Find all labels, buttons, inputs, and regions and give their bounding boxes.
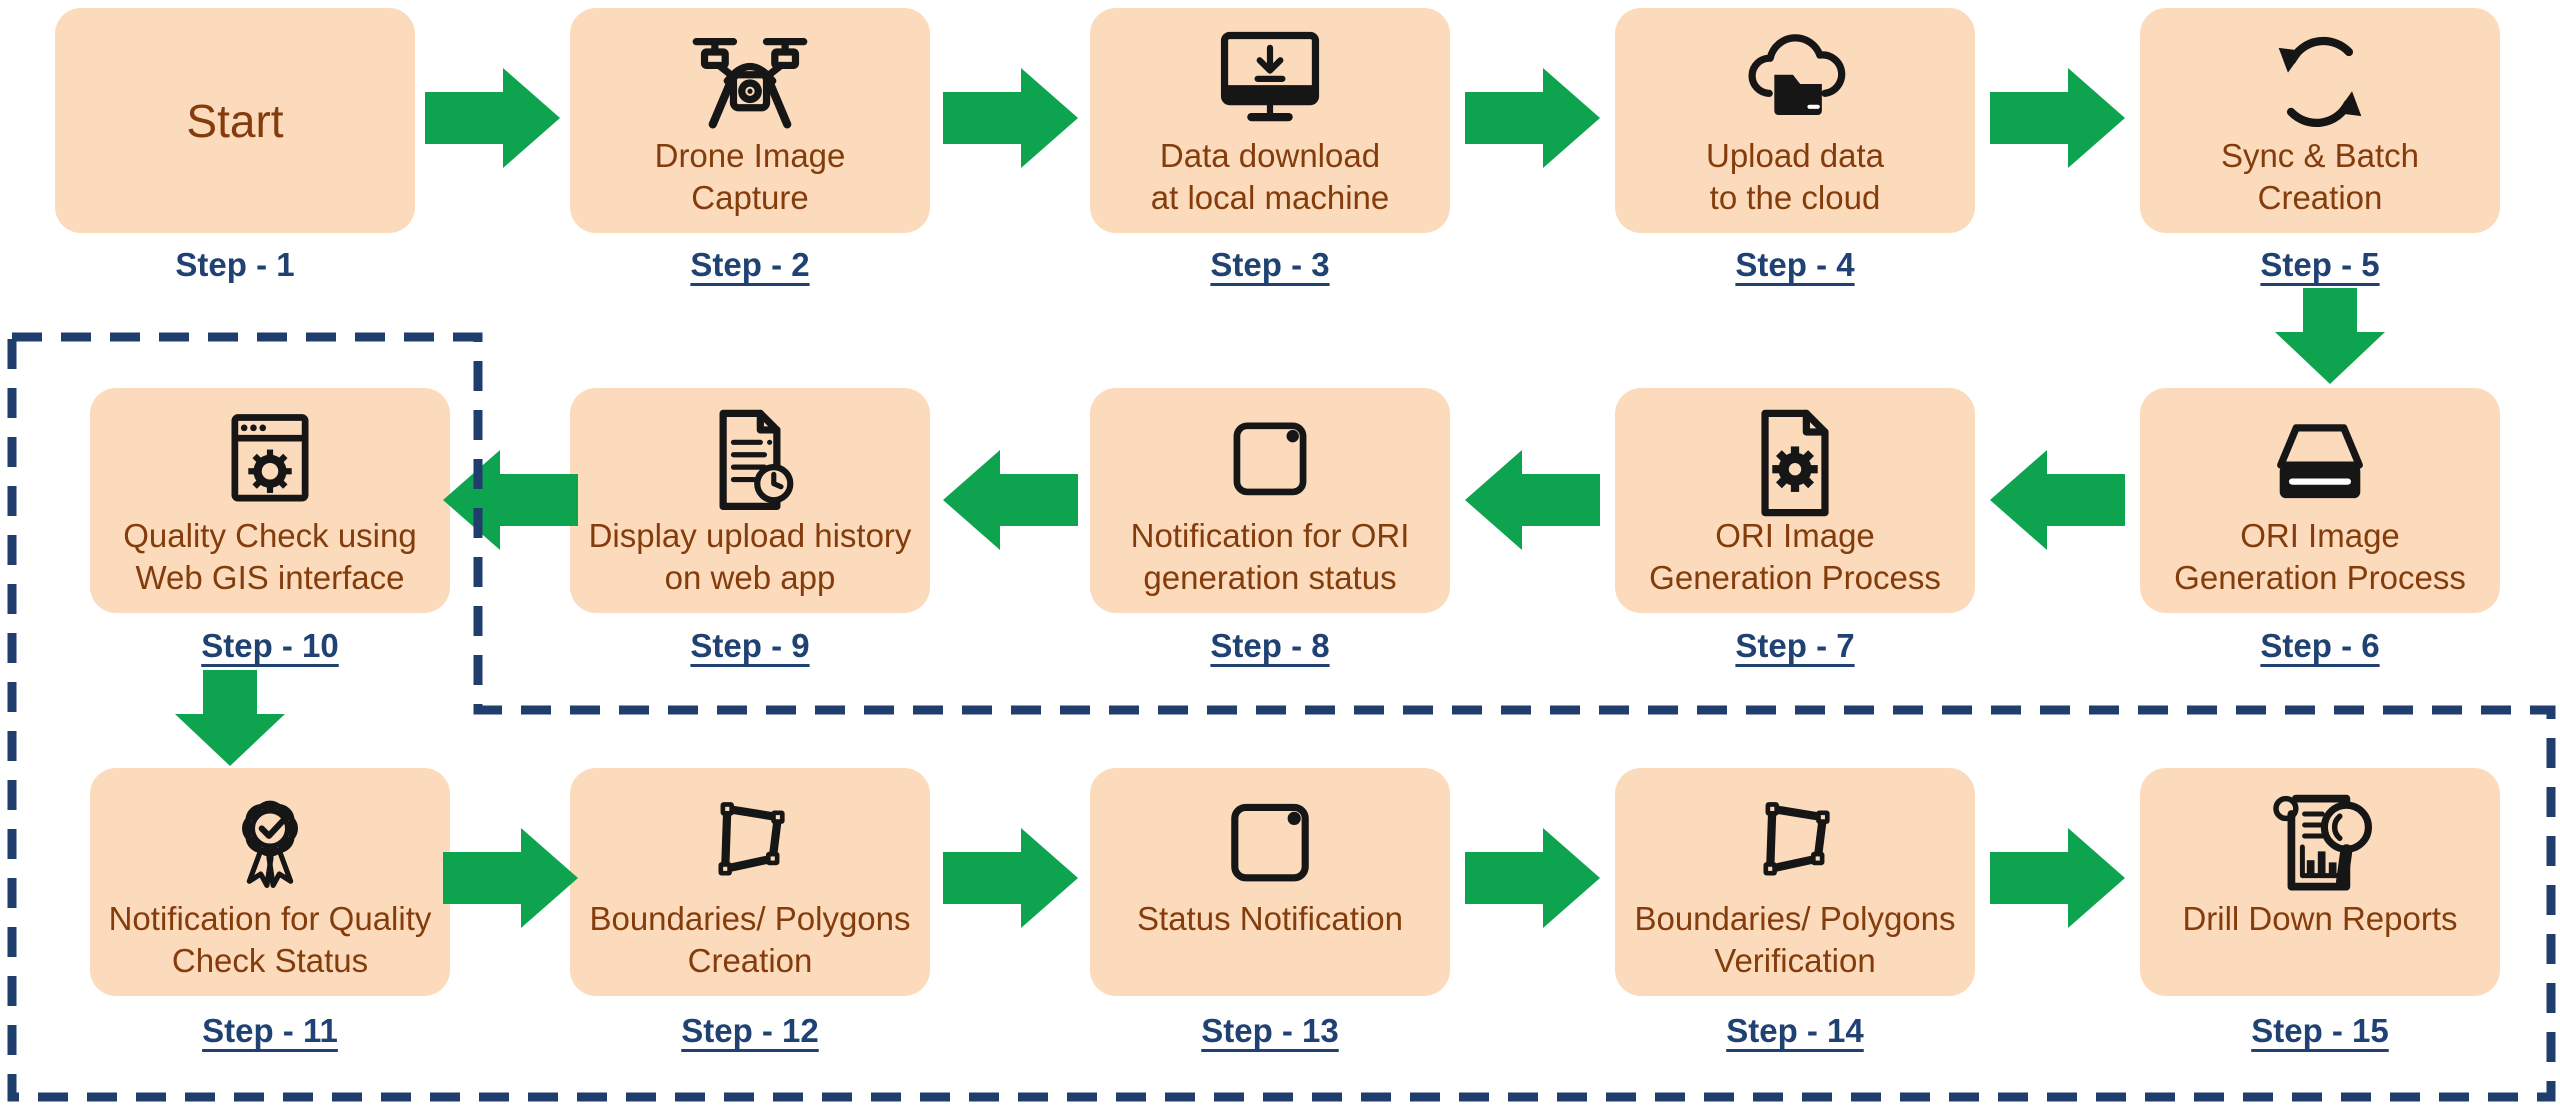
sync-icon <box>2278 36 2362 128</box>
step-link-14[interactable]: Step - 14 <box>1726 1012 1864 1049</box>
step-link-15[interactable]: Step - 15 <box>2251 1012 2389 1049</box>
step-box-1: Start <box>55 8 415 233</box>
arrow-right-icon <box>943 828 1078 928</box>
step-title: Start <box>186 94 284 147</box>
step-box-5: Sync & Batch Creation <box>2140 8 2500 233</box>
step-link-1[interactable]: Step - 1 <box>175 246 295 283</box>
badge-check-icon <box>242 800 298 888</box>
drone-icon <box>692 38 808 129</box>
polygon-nodes-icon <box>718 802 785 876</box>
step-box-7: ORI Image Generation Process <box>1615 388 1975 613</box>
step-link-6[interactable]: Step - 6 <box>2260 627 2380 664</box>
step-link-9[interactable]: Step - 9 <box>690 627 810 664</box>
step-box-2: Drone Image Capture <box>570 8 930 233</box>
step-title: Generation Process <box>2174 559 2466 596</box>
arrow-down-icon <box>175 670 285 766</box>
arrow-right-icon <box>1990 828 2125 928</box>
arrow-left-icon <box>1990 450 2125 550</box>
report-magnifier-icon <box>2273 794 2372 891</box>
arrow-right-icon <box>1990 68 2125 168</box>
hard-drive-icon <box>2277 424 2363 499</box>
notification-square-icon <box>1233 422 1307 496</box>
step-title: on web app <box>664 559 836 596</box>
step-title: at local machine <box>1150 179 1390 216</box>
step-link-12[interactable]: Step - 12 <box>681 1012 819 1049</box>
browser-gear-icon <box>231 414 309 502</box>
step-title: Sync & Batch <box>2220 137 2420 174</box>
arrow-right-icon <box>1465 68 1600 168</box>
step-label-12: Step - 12 <box>570 1012 930 1050</box>
arrow-right-icon <box>943 68 1078 168</box>
step-label-11: Step - 11 <box>90 1012 450 1050</box>
step-label-3: Step - 3 <box>1090 246 1450 284</box>
step-link-10[interactable]: Step - 10 <box>201 627 339 664</box>
step-box-9: Display upload history on web app <box>570 388 930 613</box>
step-title: Check Status <box>171 942 369 979</box>
arrow-left-icon <box>943 450 1078 550</box>
step-link-11[interactable]: Step - 11 <box>202 1012 338 1049</box>
notification-square-icon <box>1231 803 1309 882</box>
step-label-1: Step - 1 <box>55 246 415 284</box>
step-title: Web GIS interface <box>135 559 405 596</box>
step-link-5[interactable]: Step - 5 <box>2260 246 2380 283</box>
step-box-14: Boundaries/ Polygons Verification <box>1615 768 1975 996</box>
step-label-6: Step - 6 <box>2140 627 2500 665</box>
step-label-9: Step - 9 <box>570 627 930 665</box>
polygon-nodes-icon <box>1763 802 1830 876</box>
step-title: Upload data <box>1706 137 1884 174</box>
step-box-13: Status Notification <box>1090 768 1450 996</box>
step-link-4[interactable]: Step - 4 <box>1735 246 1855 283</box>
step-box-6: ORI Image Generation Process <box>2140 388 2500 613</box>
step-title: Data download <box>1159 137 1381 174</box>
step-label-4: Step - 4 <box>1615 246 1975 284</box>
step-title: generation status <box>1143 559 1397 596</box>
step-box-15: Drill Down Reports <box>2140 768 2500 996</box>
step-link-8[interactable]: Step - 8 <box>1210 627 1330 664</box>
step-label-5: Step - 5 <box>2140 246 2500 284</box>
step-box-10: Quality Check using Web GIS interface <box>90 388 450 613</box>
step-link-13[interactable]: Step - 13 <box>1201 1012 1339 1049</box>
arrow-right-icon <box>425 68 560 168</box>
arrow-left-icon <box>443 450 578 550</box>
step-title: Drone Image <box>654 137 846 174</box>
step-label-14: Step - 14 <box>1615 1012 1975 1050</box>
step-label-15: Step - 15 <box>2140 1012 2500 1050</box>
step-box-3: Data download at local machine <box>1090 8 1450 233</box>
step-label-7: Step - 7 <box>1615 627 1975 665</box>
arrow-left-icon <box>1465 450 1600 550</box>
step-link-2[interactable]: Step - 2 <box>690 246 810 283</box>
step-box-4: Upload data to the cloud <box>1615 8 1975 233</box>
step-box-11: Notification for Quality Check Status <box>90 768 450 996</box>
step-title: Verification <box>1714 942 1876 979</box>
document-clock-icon <box>719 409 794 511</box>
cloud-folder-icon <box>1748 34 1846 116</box>
document-gear-icon <box>1761 409 1829 517</box>
step-box-8: Notification for ORI generation status <box>1090 388 1450 613</box>
arrow-right-icon <box>1465 828 1600 928</box>
step-link-7[interactable]: Step - 7 <box>1735 627 1855 664</box>
step-title: Creation <box>687 942 813 979</box>
step-box-12: Boundaries/ Polygons Creation <box>570 768 930 996</box>
step-label-2: Step - 2 <box>570 246 930 284</box>
step-title: to the cloud <box>1709 179 1881 216</box>
arrow-down-icon <box>2275 288 2385 384</box>
step-title: Creation <box>2257 179 2383 216</box>
step-link-3[interactable]: Step - 3 <box>1210 246 1330 283</box>
step-title: Capture <box>691 179 809 216</box>
step-title: Generation Process <box>1649 559 1941 596</box>
step-label-10: Step - 10 <box>90 627 450 665</box>
step-label-13: Step - 13 <box>1090 1012 1450 1050</box>
monitor-download-icon <box>1220 31 1320 122</box>
arrow-right-icon <box>443 828 578 928</box>
step-label-8: Step - 8 <box>1090 627 1450 665</box>
